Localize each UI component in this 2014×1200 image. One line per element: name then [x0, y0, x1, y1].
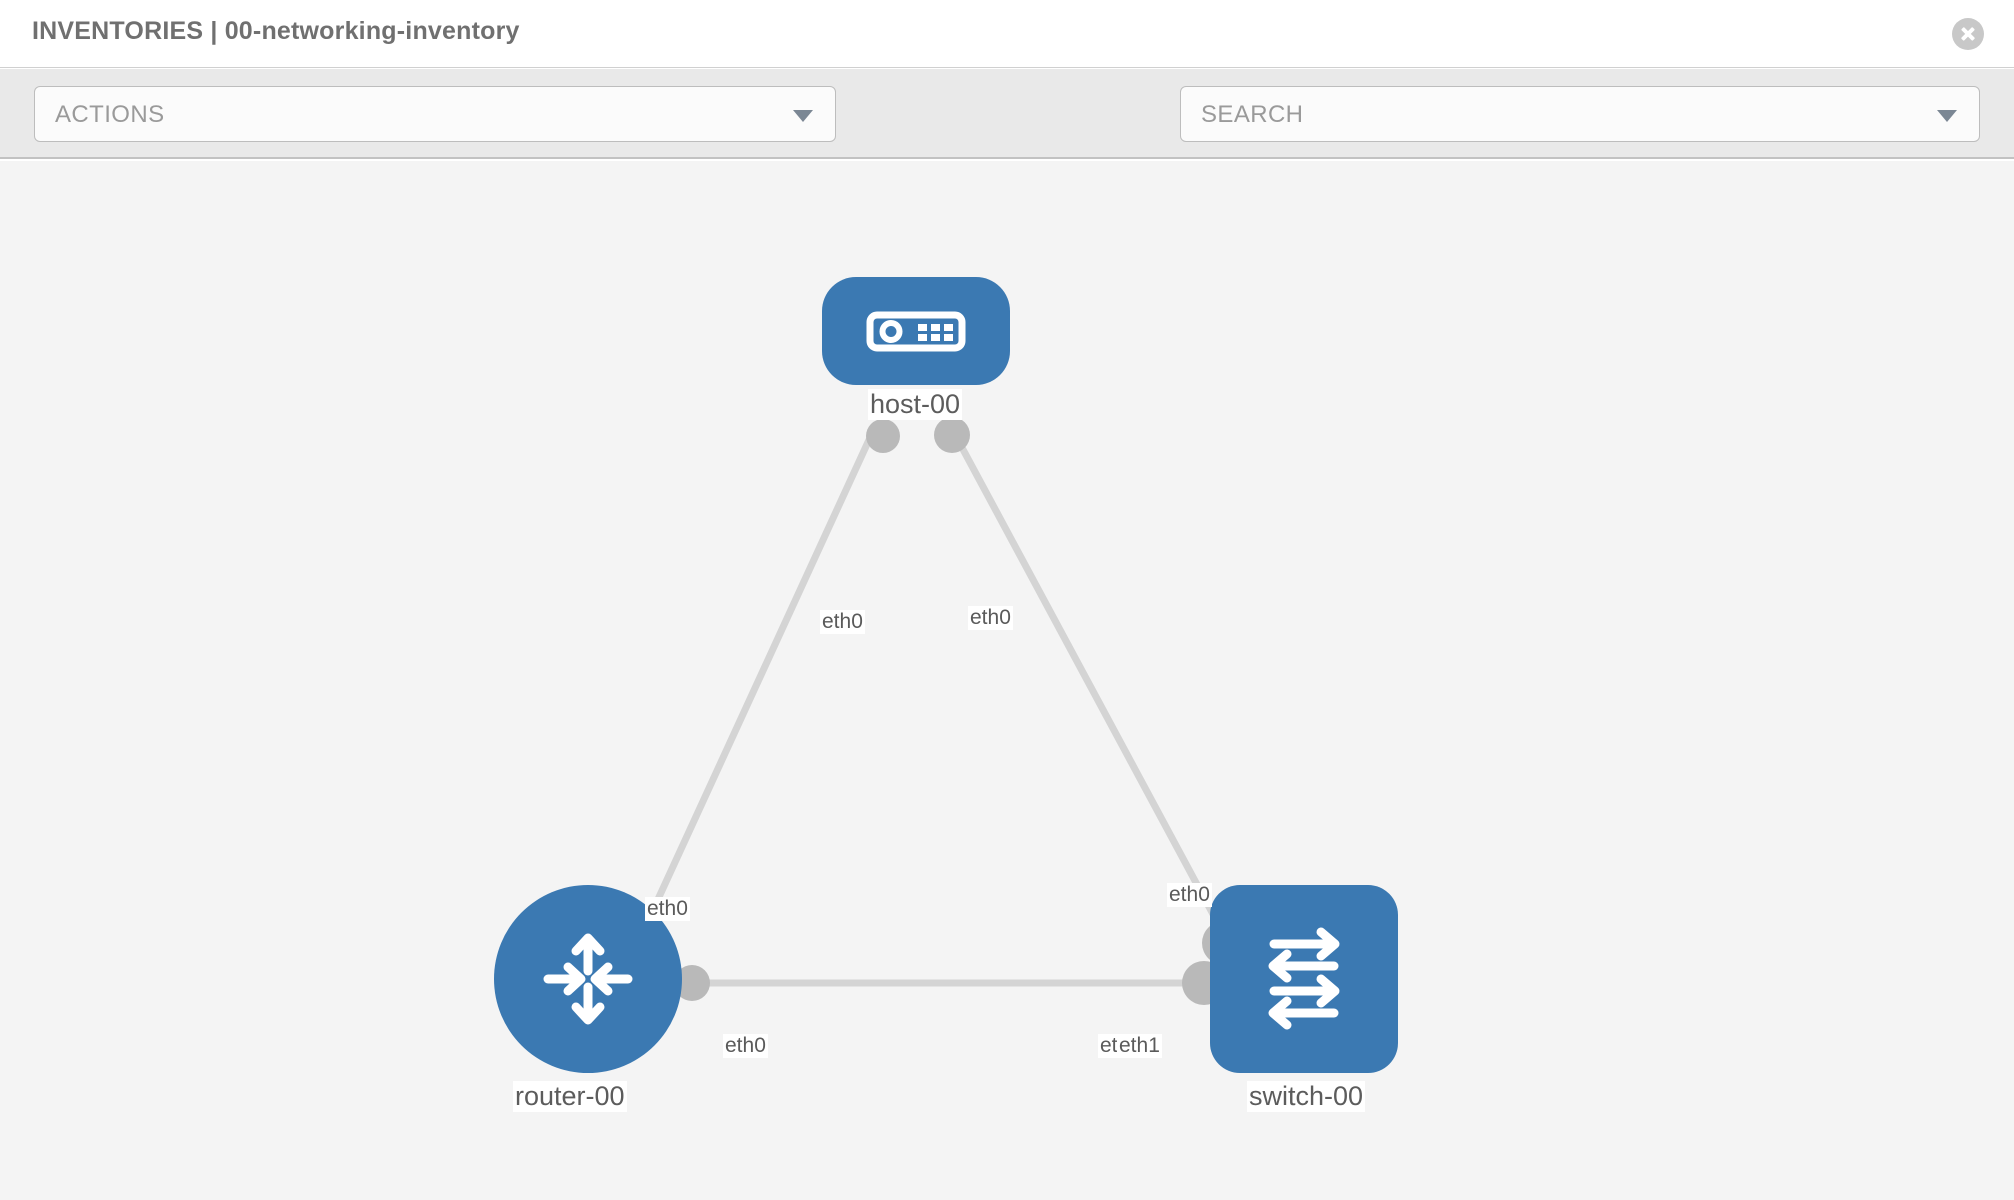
page-title: INVENTORIES | 00-networking-inventory: [32, 17, 520, 45]
chevron-down-icon: [793, 110, 813, 122]
switch-arrows-icon: [1268, 927, 1340, 1030]
close-icon[interactable]: [1952, 18, 1984, 50]
iface-label-host-right: eth0: [968, 606, 1013, 630]
search-input[interactable]: SEARCH: [1180, 86, 1980, 142]
topology-canvas[interactable]: host-00 router-00: [0, 161, 2014, 1200]
node-switch-00-shape[interactable]: [1210, 885, 1398, 1073]
node-host-00-shape[interactable]: [822, 277, 1010, 385]
node-host-00[interactable]: host-00: [822, 277, 1010, 427]
node-router-00-label: router-00: [513, 1081, 627, 1112]
toolbar: ACTIONS SEARCH: [0, 69, 2014, 196]
iface-label-host-left: eth0: [820, 610, 865, 634]
topology-links: [644, 427, 1226, 987]
iface-label-router-up: eth0: [645, 897, 690, 921]
node-host-00-label: host-00: [868, 389, 963, 420]
server-icon: [866, 311, 966, 352]
iface-label-switch-up: eth0: [1167, 883, 1212, 907]
iface-dot-host-right[interactable]: [934, 417, 970, 453]
actions-dropdown-label: ACTIONS: [55, 101, 165, 128]
iface-dot-host-left[interactable]: [866, 419, 900, 453]
node-switch-00[interactable]: switch-00: [1210, 885, 1398, 1145]
page-header: INVENTORIES | 00-networking-inventory: [0, 0, 2014, 68]
actions-dropdown[interactable]: ACTIONS: [34, 86, 836, 142]
iface-label-router-right: eth0: [723, 1034, 768, 1058]
chevron-down-icon[interactable]: [1937, 110, 1957, 122]
iface-label-switch-left-eth1: eth1: [1117, 1034, 1162, 1058]
search-placeholder: SEARCH: [1201, 101, 1304, 128]
node-switch-00-label: switch-00: [1247, 1081, 1366, 1112]
router-arrows-icon: [543, 933, 633, 1025]
node-router-00[interactable]: router-00: [494, 885, 682, 1145]
